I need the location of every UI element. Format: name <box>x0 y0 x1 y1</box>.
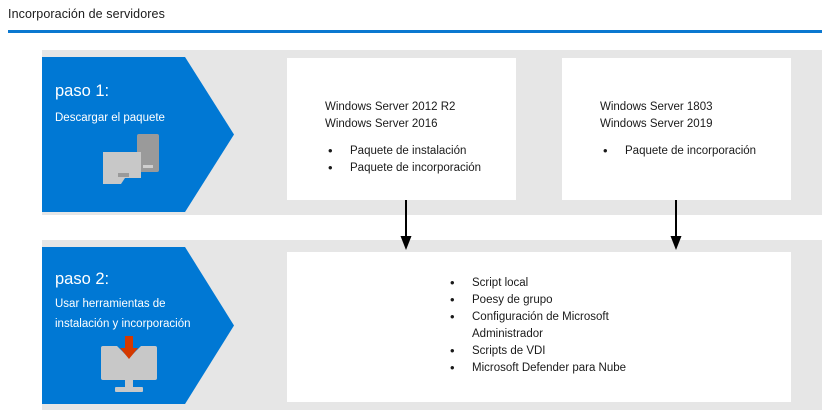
heading-line: Windows Server 2012 R2 <box>325 101 456 113</box>
package-2012-headings: Windows Server 2012 R2 Windows Server 20… <box>325 99 455 133</box>
page-title: Incorporación de servidores <box>8 7 165 21</box>
package-box-1803 <box>562 58 791 200</box>
connector-arrow-right <box>669 200 683 250</box>
list-item: Paquete de incorporación <box>603 142 793 160</box>
list-item: Microsoft Defender para Nube <box>450 359 680 377</box>
package-1803-list: Paquete de incorporación <box>603 142 793 160</box>
laptop-and-phone-icon <box>95 134 167 192</box>
step2-label: paso 2: <box>55 270 110 288</box>
step1-description: Descargar el paquete <box>55 112 165 124</box>
heading-line: Windows Server 1803 <box>600 101 713 113</box>
tools-list: Script local Poesy de grupo Configuració… <box>450 274 680 377</box>
list-item: Scripts de VDI <box>450 342 680 360</box>
monitor-download-icon <box>95 336 167 398</box>
step1-label: paso 1: <box>55 82 110 100</box>
step2-description: Usar herramientas de instalación y incor… <box>55 298 191 330</box>
list-item: Configuración de Microsoft Administrador <box>450 308 680 343</box>
list-item: Paquete de incorporación <box>328 159 518 177</box>
list-item: Poesy de grupo <box>450 291 680 309</box>
list-item: Script local <box>450 274 680 292</box>
title-divider <box>8 30 822 33</box>
package-2012-list: Paquete de instalación Paquete de incorp… <box>328 142 518 177</box>
heading-line: Windows Server 2019 <box>600 118 713 130</box>
heading-line: Windows Server 2016 <box>325 118 438 130</box>
list-item: Paquete de instalación <box>328 142 518 160</box>
package-1803-headings: Windows Server 1803 Windows Server 2019 <box>600 99 713 133</box>
connector-arrow-left <box>399 200 413 250</box>
